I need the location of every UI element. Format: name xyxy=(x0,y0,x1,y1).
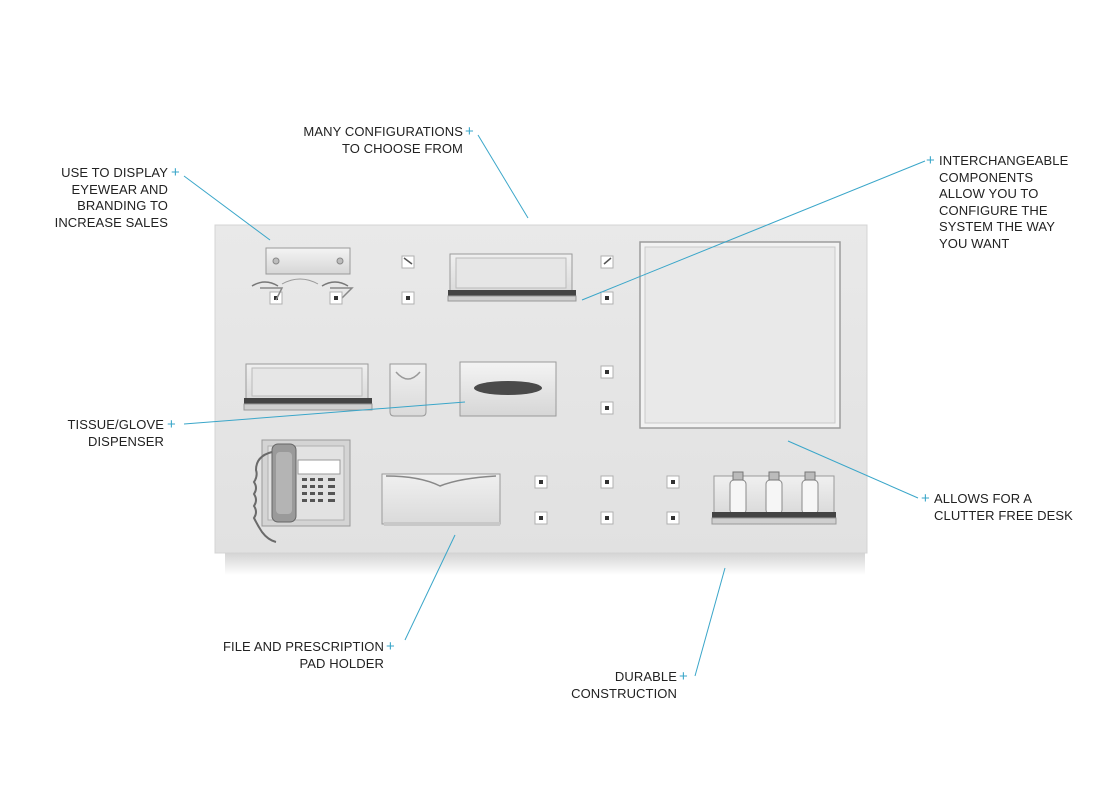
leader-line-display xyxy=(183,175,271,241)
plus-icon: + xyxy=(679,668,688,685)
callout-line: FILE AND PRESCRIPTION xyxy=(222,639,384,654)
callout-line: INTERCHANGEABLE xyxy=(939,153,1069,168)
leader-line-file xyxy=(404,534,456,641)
callout-line: DURABLE xyxy=(614,669,677,684)
leader-line-configurations xyxy=(477,134,529,219)
callout-configurations: MANY CONFIGURATIONS TO CHOOSE FROM xyxy=(303,124,463,157)
plus-icon: + xyxy=(926,152,935,169)
callout-line: YOU WANT xyxy=(939,235,1010,251)
callout-line: SYSTEM THE WAY xyxy=(939,219,1056,234)
plus-icon: + xyxy=(465,123,474,140)
middle-shelf xyxy=(243,363,373,411)
plus-icon: + xyxy=(921,490,930,507)
telephone xyxy=(252,439,351,543)
callout-line: EYEWEAR AND xyxy=(71,181,168,197)
file-holder xyxy=(381,473,501,526)
leader-line-interchangeable xyxy=(581,160,926,301)
callout-line: CONFIGURE THE xyxy=(939,202,1048,218)
callout-interchangeable: INTERCHANGEABLE COMPONENTS ALLOW YOU TO … xyxy=(939,153,1068,252)
callout-line: TO CHOOSE FROM xyxy=(341,140,463,156)
leader-line-tissue xyxy=(183,401,466,425)
top-shelf xyxy=(447,253,577,302)
callout-line: INCREASE SALES xyxy=(54,214,168,230)
callout-line: MANY CONFIGURATIONS xyxy=(303,124,463,139)
peg-holes xyxy=(269,255,680,525)
plus-icon: + xyxy=(171,164,180,181)
plus-icon: + xyxy=(167,416,176,433)
leader-line-clutter xyxy=(787,440,919,499)
callout-line: CONSTRUCTION xyxy=(571,685,677,701)
callout-line: USE TO DISPLAY xyxy=(61,165,168,180)
callout-line: COMPONENTS xyxy=(939,169,1034,185)
callout-file: FILE AND PRESCRIPTION PAD HOLDER xyxy=(223,639,384,672)
callout-line: ALLOWS FOR A xyxy=(934,491,1033,506)
callout-line: CLUTTER FREE DESK xyxy=(934,507,1073,523)
callout-line: PAD HOLDER xyxy=(299,655,384,671)
plus-icon: + xyxy=(386,638,395,655)
bottle-shelf xyxy=(711,471,837,525)
leader-line-durable xyxy=(694,567,726,677)
board-shadow xyxy=(225,553,865,575)
callout-tissue: TISSUE/GLOVE DISPENSER xyxy=(67,417,164,450)
callout-line: DISPENSER xyxy=(87,433,164,449)
callout-line: ALLOW YOU TO xyxy=(939,186,1039,201)
leader-lines xyxy=(183,134,926,677)
callout-clutter: ALLOWS FOR A CLUTTER FREE DESK xyxy=(934,491,1073,524)
glove-pocket xyxy=(389,363,427,417)
callout-durable: DURABLE CONSTRUCTION xyxy=(571,669,677,702)
eyewear-display-sign xyxy=(251,247,354,305)
whiteboard xyxy=(639,241,841,429)
callout-line: TISSUE/GLOVE xyxy=(67,417,164,432)
tissue-dispenser xyxy=(459,361,557,417)
callout-line: BRANDING TO xyxy=(77,198,168,213)
callout-display: USE TO DISPLAY EYEWEAR AND BRANDING TO I… xyxy=(55,165,168,231)
